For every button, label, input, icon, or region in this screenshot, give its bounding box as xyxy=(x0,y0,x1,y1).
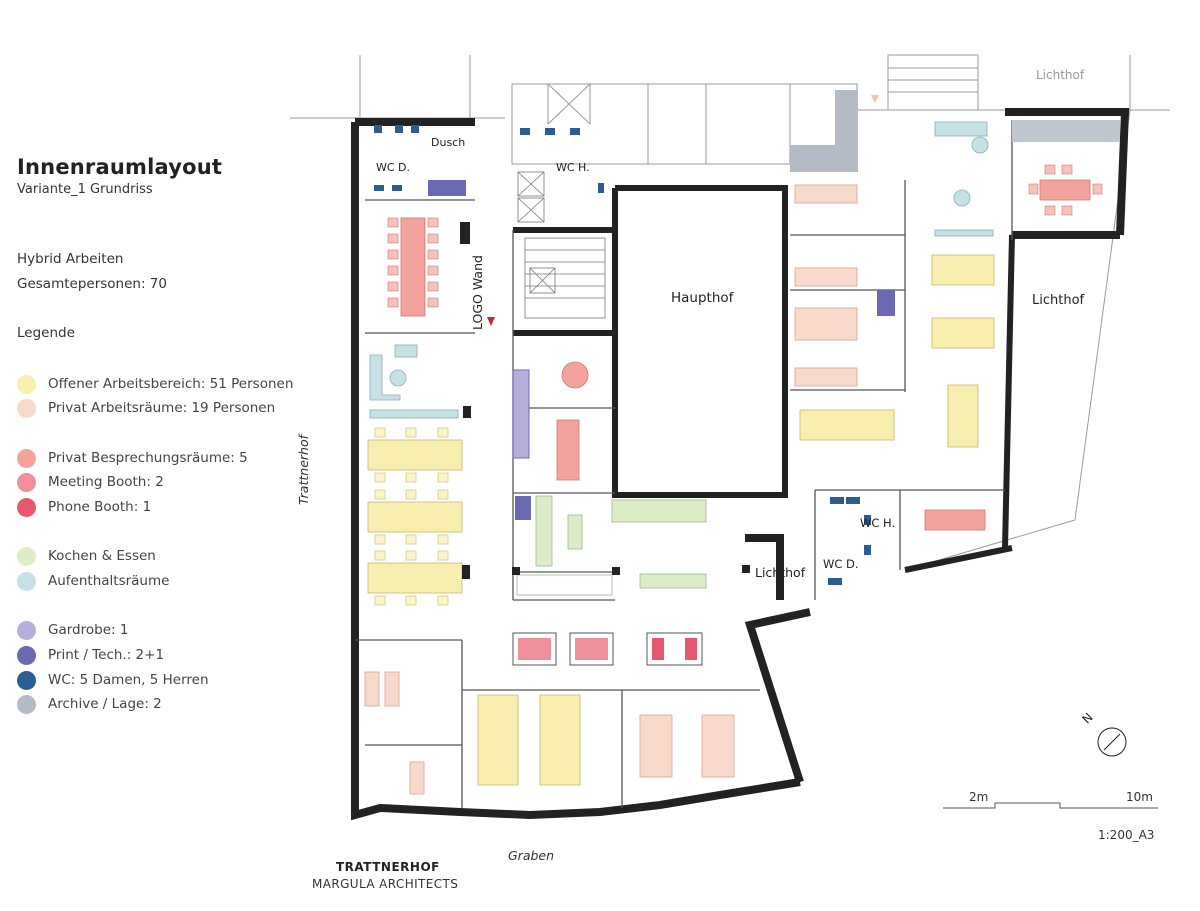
legend-item: Meeting Booth: 2 xyxy=(17,472,164,492)
logo-wall-label: LOGO Wand xyxy=(470,255,485,330)
lightwell-top: Lichthof xyxy=(1036,68,1085,82)
project-name: TRATTNERHOF xyxy=(336,860,440,874)
legend-item: Print / Tech.: 2+1 xyxy=(17,645,164,665)
legend-label: Kochen & Essen xyxy=(48,548,156,564)
page-title: Innenraumlayout xyxy=(17,155,223,179)
legend-label: Phone Booth: 1 xyxy=(48,499,152,515)
scale-ratio: 1:200_A3 xyxy=(1098,828,1155,842)
scale-label-10m: 10m xyxy=(1126,790,1153,804)
street-trattnerhof: Trattnerhof xyxy=(296,435,311,505)
legend-label: Offener Arbeitsbereich: 51 Personen xyxy=(48,376,294,392)
page-subtitle: Variante_1 Grundriss xyxy=(17,182,153,197)
legend-item: WC: 5 Damen, 5 Herren xyxy=(17,670,209,690)
lightwell-right: Lichthof xyxy=(1032,293,1085,308)
legend-swatch xyxy=(17,398,36,418)
legend-swatch xyxy=(17,448,36,468)
legend-item: Phone Booth: 1 xyxy=(17,497,151,517)
legend-swatch xyxy=(17,546,36,566)
room-wc-damen-top: WC D. xyxy=(376,161,411,174)
total-persons: Gesamtepersonen: 70 xyxy=(17,276,167,292)
room-wc-herren-right: WC H. xyxy=(860,516,896,530)
architect-firm: MARGULA ARCHITECTS xyxy=(312,877,459,891)
legend-label: Privat Arbeitsräume: 19 Personen xyxy=(48,400,276,416)
room-dusche: Dusch xyxy=(431,136,466,149)
lightwell-middle: Lichthof xyxy=(755,565,806,580)
courtyard-haupthof: Haupthof xyxy=(671,290,734,306)
svg-text:N: N xyxy=(1080,710,1096,726)
street-graben: Graben xyxy=(508,848,555,863)
legend-label: Gardrobe: 1 xyxy=(48,622,129,638)
legend-label: Archive / Lage: 2 xyxy=(48,696,162,712)
legend-swatch xyxy=(17,571,36,591)
scale-label-2m: 2m xyxy=(969,790,989,804)
legend-item: Kochen & Essen xyxy=(17,546,156,566)
legend-swatch xyxy=(17,670,36,690)
legend-item: Privat Arbeitsräume: 19 Personen xyxy=(17,398,275,418)
legend-item: Archive / Lage: 2 xyxy=(17,694,162,714)
legend-label: Print / Tech.: 2+1 xyxy=(48,647,165,663)
room-wc-herren-top: WC H. xyxy=(556,161,590,174)
legend-swatch xyxy=(17,374,36,394)
legend-item: Gardrobe: 1 xyxy=(17,620,128,640)
legend-item: Privat Besprechungsräume: 5 xyxy=(17,448,248,468)
legend-item: Aufenthaltsräume xyxy=(17,571,169,591)
legend-swatch xyxy=(17,620,36,640)
legend-label: Meeting Booth: 2 xyxy=(48,474,164,490)
legend-label: Aufenthaltsräume xyxy=(48,573,170,589)
legend-swatch xyxy=(17,645,36,665)
legend-heading: Legende xyxy=(17,325,75,341)
legend-item: Offener Arbeitsbereich: 51 Personen xyxy=(17,374,293,394)
legend-swatch xyxy=(17,497,36,517)
work-mode: Hybrid Arbeiten xyxy=(17,251,124,267)
legend-label: Privat Besprechungsräume: 5 xyxy=(48,450,248,466)
legend-swatch xyxy=(17,694,36,714)
legend-swatch xyxy=(17,472,36,492)
room-wc-damen-right: WC D. xyxy=(823,557,859,571)
legend-label: WC: 5 Damen, 5 Herren xyxy=(48,672,209,688)
